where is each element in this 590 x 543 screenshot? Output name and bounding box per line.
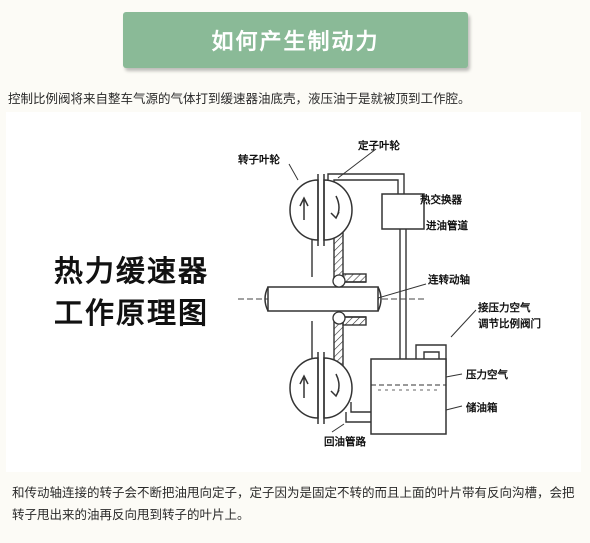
heat-exchanger-box xyxy=(381,193,425,230)
label-drive-shaft: 连转动轴 xyxy=(428,274,470,286)
label-return-pipe: 回油管路 xyxy=(324,436,366,448)
retarder-diagram: 热力缓速器 工作原理图 转子叶轮 定子叶轮 热交换器 进油管道 连转动轴 接压力… xyxy=(6,112,581,472)
section-title-banner: 如何产生制动力 xyxy=(123,12,468,68)
section-title: 如何产生制动力 xyxy=(211,30,380,55)
body-paragraph: 和传动轴连接的转子会不断把油甩向定子，定子因为是固定不转的而且上面的叶片带有反向… xyxy=(12,485,575,522)
diagram-title-line2: 工作原理图 xyxy=(54,296,210,330)
oil-tank-drawing xyxy=(370,358,447,435)
diagram-drawing xyxy=(238,148,477,435)
label-oil-inlet: 进油管道 xyxy=(426,220,468,232)
label-stator: 定子叶轮 xyxy=(358,140,400,152)
diagram-title-line1: 热力缓速器 xyxy=(54,254,210,288)
label-oil-tank: 储油箱 xyxy=(466,402,498,414)
lower-rotor xyxy=(289,352,353,424)
label-pressure-air: 压力空气 xyxy=(466,369,508,381)
leader-lines xyxy=(288,148,477,433)
upper-rotor xyxy=(289,174,353,246)
intro-paragraph: 控制比例阀将来自整车气源的气体打到缓速器油底壳，液压油于是就被顶到工作腔。 xyxy=(8,91,471,106)
label-rotor: 转子叶轮 xyxy=(238,154,280,166)
label-air-connect-1: 接压力空气 xyxy=(478,302,531,314)
drive-shaft xyxy=(238,286,426,312)
label-air-connect-2: 调节比例阀门 xyxy=(478,318,541,330)
label-heat-exchanger: 热交换器 xyxy=(420,194,462,206)
